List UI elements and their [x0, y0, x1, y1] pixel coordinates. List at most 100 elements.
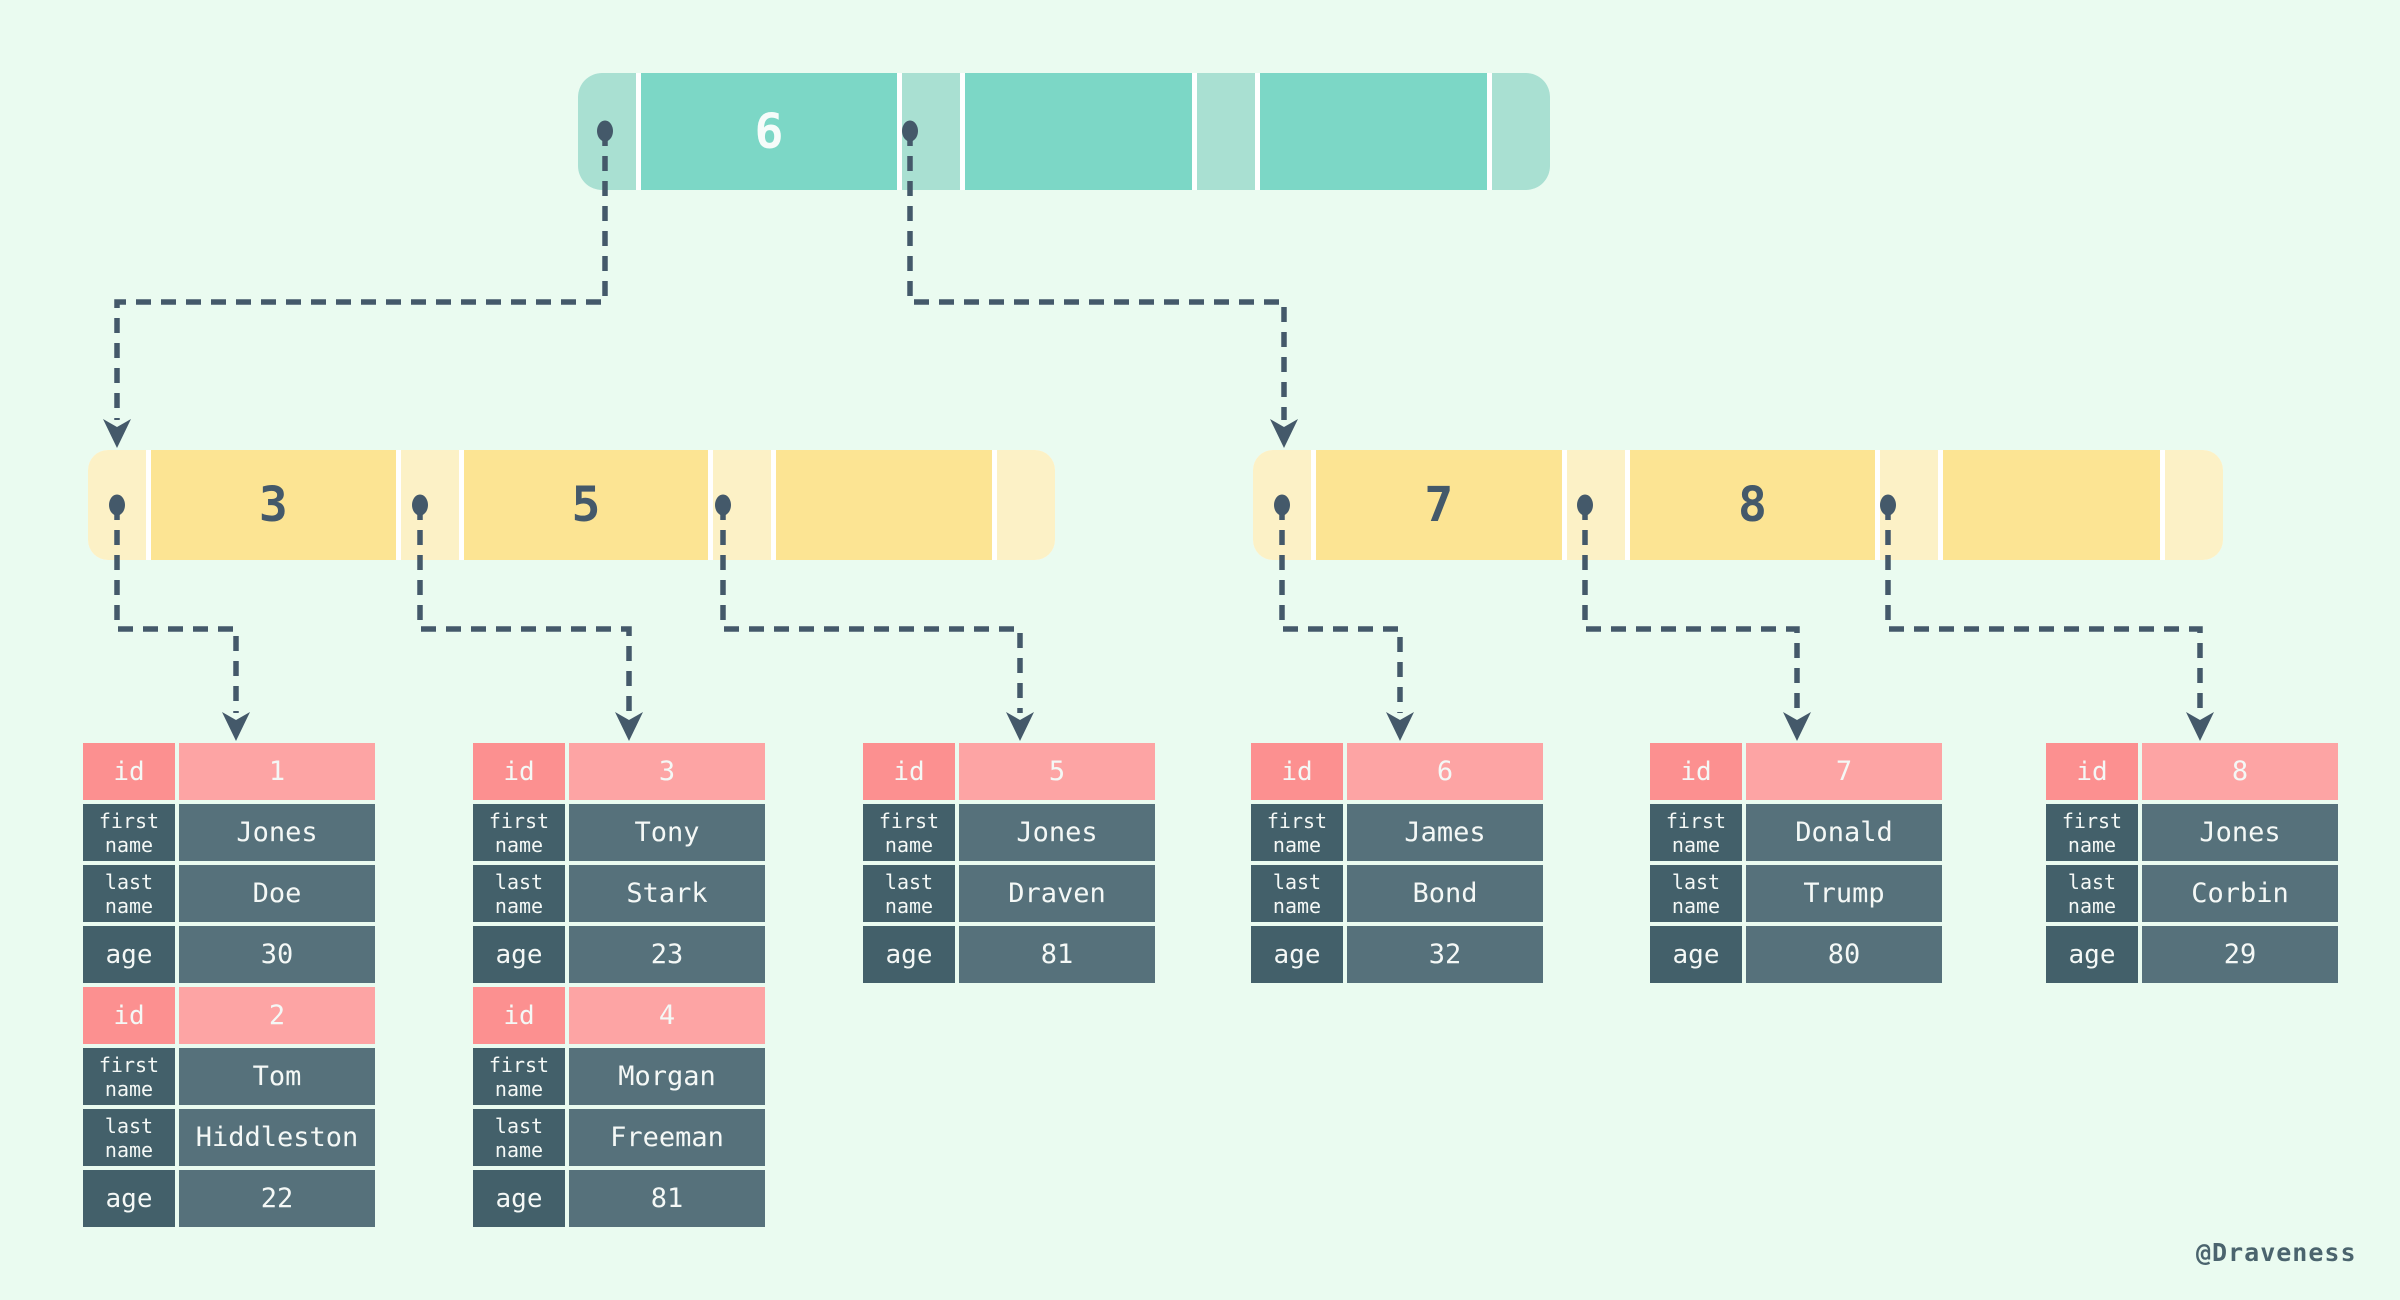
field-label: age	[83, 926, 175, 983]
field-value: Stark	[569, 865, 765, 922]
pointer-cell	[400, 450, 459, 560]
watermark: @Draveness	[2196, 1238, 2357, 1267]
arrowhead	[1783, 712, 1811, 741]
key-cell: 7	[1316, 450, 1562, 560]
arrowhead	[1386, 712, 1414, 741]
pointer-cell	[1880, 450, 1939, 560]
btree-right-node: 7 8	[1253, 450, 2223, 560]
field-label: age	[473, 1170, 565, 1227]
field-value: Jones	[959, 804, 1155, 861]
field-value: Morgan	[569, 1048, 765, 1105]
arrowhead	[615, 712, 643, 741]
arrowhead	[103, 419, 131, 448]
field-label: age	[1251, 926, 1343, 983]
field-value: Bond	[1347, 865, 1543, 922]
pointer-cell	[2165, 450, 2223, 560]
pointer-cell	[88, 450, 146, 560]
field-label: last name	[83, 1109, 175, 1166]
pointer-cell	[578, 73, 636, 190]
field-label: age	[83, 1170, 175, 1227]
field-value: 81	[959, 926, 1155, 983]
field-value: 1	[179, 743, 375, 800]
field-label: age	[863, 926, 955, 983]
pointer-cell	[901, 73, 960, 190]
key-cell	[1259, 73, 1487, 190]
field-value: Freeman	[569, 1109, 765, 1166]
field-value: James	[1347, 804, 1543, 861]
field-value: Tom	[179, 1048, 375, 1105]
field-label: first name	[473, 804, 565, 861]
field-value: Doe	[179, 865, 375, 922]
pointer-cell	[1492, 73, 1550, 190]
field-label: first name	[83, 804, 175, 861]
field-value: 30	[179, 926, 375, 983]
key-cell	[964, 73, 1192, 190]
field-label: id	[1251, 743, 1343, 800]
key-cell: 6	[641, 73, 897, 190]
field-value: 4	[569, 987, 765, 1044]
field-label: id	[1650, 743, 1742, 800]
field-value: 29	[2142, 926, 2338, 983]
field-value: Corbin	[2142, 865, 2338, 922]
key-cell	[1943, 450, 2161, 560]
field-label: last name	[1650, 865, 1742, 922]
field-value: 32	[1347, 926, 1543, 983]
field-value: 7	[1746, 743, 1942, 800]
field-value: 6	[1347, 743, 1543, 800]
field-label: id	[863, 743, 955, 800]
field-label: last name	[1251, 865, 1343, 922]
field-label: last name	[2046, 865, 2138, 922]
field-label: id	[473, 743, 565, 800]
pointer-cell	[1253, 450, 1311, 560]
field-value: 3	[569, 743, 765, 800]
field-value: Donald	[1746, 804, 1942, 861]
arrowhead	[2186, 712, 2214, 741]
btree-root-node: 6	[578, 73, 1550, 190]
field-value: Trump	[1746, 865, 1942, 922]
pointer-cell	[713, 450, 772, 560]
field-value: 81	[569, 1170, 765, 1227]
field-label: first name	[2046, 804, 2138, 861]
field-value: Hiddleston	[179, 1109, 375, 1166]
field-value: Draven	[959, 865, 1155, 922]
field-value: 23	[569, 926, 765, 983]
field-label: first name	[83, 1048, 175, 1105]
key-cell: 8	[1629, 450, 1876, 560]
field-label: id	[83, 987, 175, 1044]
field-label: id	[83, 743, 175, 800]
field-value: 8	[2142, 743, 2338, 800]
key-cell: 3	[151, 450, 396, 560]
field-value: 22	[179, 1170, 375, 1227]
